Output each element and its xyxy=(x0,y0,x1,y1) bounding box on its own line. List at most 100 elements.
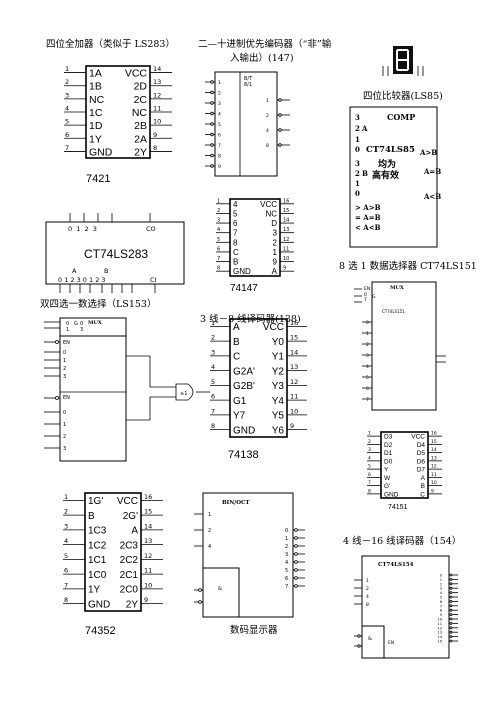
svg-text:0: 0 xyxy=(364,292,367,298)
pin-number: 11 xyxy=(437,622,442,626)
pin-name: 1C xyxy=(89,107,103,119)
pin-number: 6 xyxy=(218,133,221,139)
pin-number: 2 xyxy=(440,582,442,586)
pin-number: 0 xyxy=(63,410,66,416)
pin-name: VCC xyxy=(117,496,138,507)
chip-74147-label: 74147 xyxy=(230,283,258,294)
pin-name: 2C2 xyxy=(120,555,139,566)
seven-seg-display xyxy=(382,46,424,76)
svg-text:0: 0 xyxy=(355,189,360,198)
pin-number: 7 xyxy=(368,480,371,486)
pin-number: 12 xyxy=(283,237,289,243)
pin-number: 12 xyxy=(144,552,152,560)
pin-number: 4 xyxy=(266,128,269,134)
pin-number: 1 xyxy=(63,358,66,364)
pin-number: 4 xyxy=(211,363,215,371)
pin-number: 12 xyxy=(153,91,161,99)
pin-number: 1 xyxy=(208,512,211,518)
comp-b-label: B xyxy=(362,169,368,178)
pin-name: 1C0 xyxy=(88,570,107,581)
pin-number: 14 xyxy=(144,522,152,530)
pin-name: 3 xyxy=(273,229,278,238)
pin-number: 15 xyxy=(283,208,289,214)
pin-name: Y3 xyxy=(272,381,285,392)
pin-number: 15 xyxy=(144,508,152,516)
pin-name: D5 xyxy=(417,450,426,457)
pin-name: C xyxy=(233,352,240,363)
pin-name: GND xyxy=(233,267,251,276)
pin-number: 2 xyxy=(218,91,221,97)
comp-cin-lt: < A<B xyxy=(355,223,381,232)
svg-text:3: 3 xyxy=(80,327,83,333)
pin-number: 1 xyxy=(63,422,66,428)
svg-text:EN: EN xyxy=(63,340,70,346)
pin-number: 12 xyxy=(431,464,437,470)
comp-a-label: A xyxy=(361,124,368,133)
svg-text:2: 2 xyxy=(355,169,360,178)
svg-text:EN: EN xyxy=(63,395,70,401)
pin-number: 5 xyxy=(368,464,371,470)
caption-adder4: 四位全加器（类似于 LS283） xyxy=(46,39,175,50)
c154-en: EN xyxy=(388,640,394,646)
caption-mux4-dual: 双四选一数选择（LS153） xyxy=(40,299,157,310)
c151-mux: MUX xyxy=(390,285,404,291)
pin-name: VCC xyxy=(411,434,425,441)
caption-comparator: 四位比较器(LS85) xyxy=(363,91,443,102)
pin-number: 16 xyxy=(283,198,289,204)
pin-number: 5 xyxy=(65,118,69,126)
pin-name: Y6 xyxy=(272,425,285,436)
pin-name: 2C3 xyxy=(120,540,139,551)
pin-number: 7 xyxy=(65,144,69,152)
pin-name: NC xyxy=(89,94,105,106)
pin-number: 16 xyxy=(431,431,437,437)
pin-name: 1C1 xyxy=(88,555,107,566)
pin-name: D xyxy=(271,219,277,228)
pin-number: 4 xyxy=(285,560,288,566)
pin-number: 9 xyxy=(440,613,443,617)
pin-name: B xyxy=(88,511,95,522)
caption-priority-encoder-2: 入输出）(147) xyxy=(230,53,294,64)
pin-number: 10 xyxy=(144,581,152,589)
pin-number: 6 xyxy=(285,576,288,582)
pin-name: 1A xyxy=(89,68,102,80)
seven-seg-digit xyxy=(396,49,409,71)
pin-number: 8 xyxy=(218,154,221,160)
chip-74151-label: 74151 xyxy=(388,504,408,511)
pin-number: 12 xyxy=(437,626,442,630)
pin-name: G2A' xyxy=(233,366,255,377)
pin-number: 4 xyxy=(218,112,221,118)
chip-74138-label: 74138 xyxy=(228,449,259,461)
pin-number: 11 xyxy=(144,567,152,575)
pin-number: 0 xyxy=(285,528,288,534)
pin-number: 2 xyxy=(366,342,369,348)
c283-ci: CI xyxy=(150,276,157,284)
pin-number: 9 xyxy=(290,422,294,430)
pin-name: B xyxy=(421,483,425,490)
svg-text:3: 3 xyxy=(355,113,360,122)
pin-name: 5 xyxy=(233,209,238,218)
svg-text:0: 0 xyxy=(66,321,69,327)
c283-name: CT74LS283 xyxy=(84,247,148,261)
svg-text:8/1: 8/1 xyxy=(244,82,252,88)
c283-a: A xyxy=(72,267,77,275)
pin-name: D6 xyxy=(417,458,426,465)
pin-number: 10 xyxy=(437,618,442,622)
pin-number: 1 xyxy=(218,80,221,86)
pin-name: A xyxy=(421,475,426,482)
pin-name: 1Y xyxy=(89,133,102,145)
svg-text:EN: EN xyxy=(364,286,370,292)
pin-number: 11 xyxy=(283,246,289,252)
c283-bot-nums: 0 1 2 3 0 1 2 3 xyxy=(58,276,106,284)
pin-number: 8 xyxy=(366,602,369,608)
pin-name: 2Y xyxy=(134,146,147,158)
pin-name: 1C2 xyxy=(88,540,107,551)
pin-number: 9 xyxy=(283,266,286,272)
pin-name: 2C xyxy=(134,94,148,106)
pin-name: 2D xyxy=(134,81,148,93)
c154-name: CT74LS154 xyxy=(378,562,414,568)
pin-name: B xyxy=(233,337,240,348)
pin-name: 2B xyxy=(134,120,147,132)
